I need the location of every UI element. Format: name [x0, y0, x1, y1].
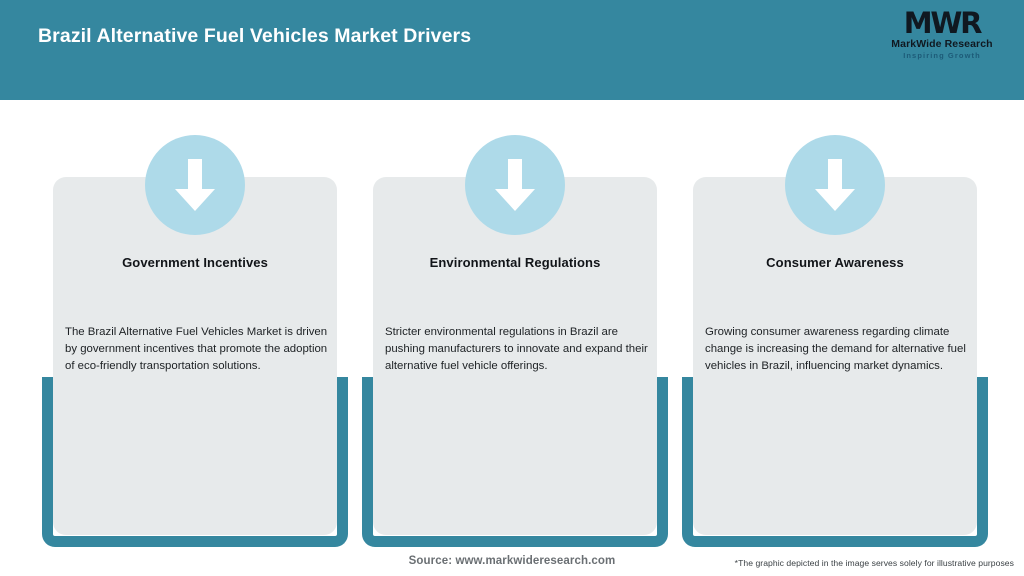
card-description: Growing consumer awareness regarding cli…: [705, 326, 966, 373]
card-title: Environmental Regulations: [429, 255, 601, 270]
source-label: Source: www.markwideresearch.com: [408, 555, 616, 567]
card-title: Government Incentives: [122, 255, 268, 270]
card-description: The Brazil Alternative Fuel Vehicles Mar…: [65, 326, 328, 373]
brand-logo: MWR MarkWide Research Inspiring Growth: [878, 8, 1006, 64]
driver-card-2: Environmental Regulations Stricter envir…: [362, 100, 668, 552]
driver-card-3: Consumer Awareness Growing consumer awar…: [682, 100, 988, 552]
card-panel: [373, 177, 657, 535]
logo-tagline: Inspiring Growth: [903, 51, 981, 60]
disclaimer-label: *The graphic depicted in the image serve…: [734, 558, 1014, 568]
card-accent-frame: [682, 377, 988, 547]
card-panel: [693, 177, 977, 535]
arrow-down-icon: [465, 135, 565, 235]
card-accent-frame: [362, 377, 668, 547]
card-accent-frame: [42, 377, 348, 547]
driver-cards-container: Government Incentives The Brazil Alterna…: [0, 100, 1024, 547]
arrow-down-icon: [145, 135, 245, 235]
arrow-down-icon: [785, 135, 885, 235]
card-description: Stricter environmental regulations in Br…: [385, 326, 648, 373]
card-panel: [53, 177, 337, 535]
logo-company-name: MarkWide Research: [891, 38, 993, 50]
card-title: Consumer Awareness: [766, 255, 904, 270]
logo-monogram: MWR: [903, 6, 983, 40]
page-title: Brazil Alternative Fuel Vehicles Market …: [38, 25, 472, 47]
driver-card-1: Government Incentives The Brazil Alterna…: [42, 100, 348, 552]
header-bar: Brazil Alternative Fuel Vehicles Market …: [0, 0, 1024, 100]
